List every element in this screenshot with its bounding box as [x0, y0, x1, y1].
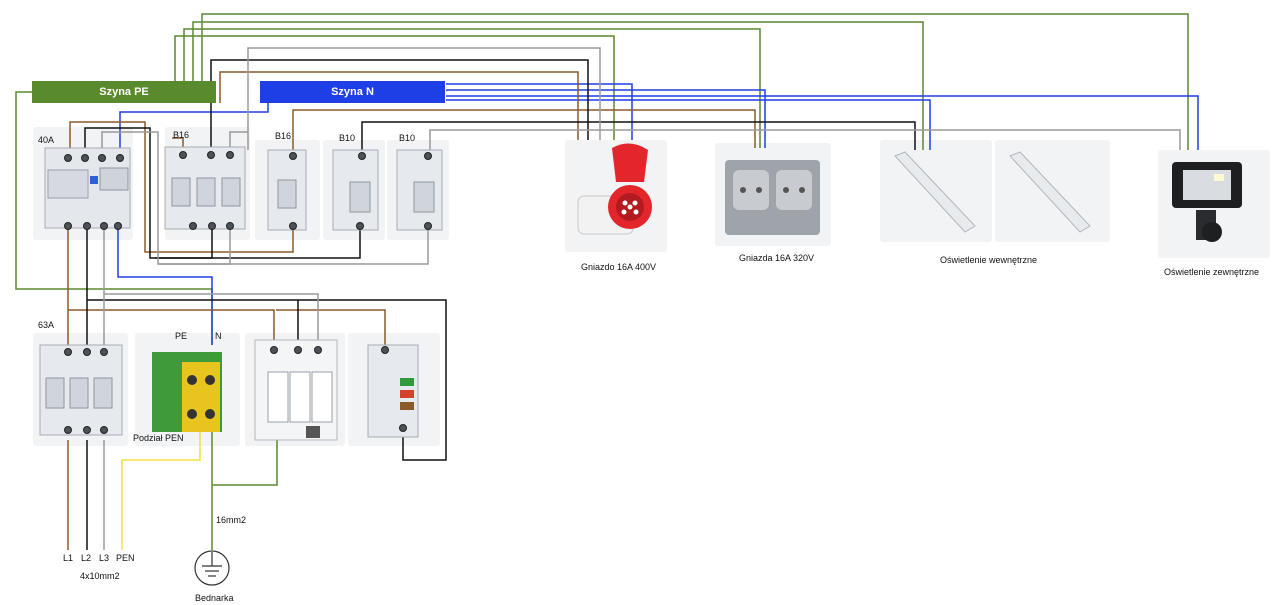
label-l2: L2 — [81, 553, 92, 563]
pe-wire-socket230 — [183, 28, 761, 148]
l2-wire-loop — [298, 299, 447, 461]
mcb-b10-b — [396, 149, 443, 231]
l1-wire-socket230 — [292, 109, 756, 150]
main-switch-63a — [39, 344, 123, 436]
l2-wire-socket400 — [210, 59, 589, 150]
n-wire-indoor — [446, 99, 931, 150]
n-wire-rcd-out — [117, 226, 213, 345]
label-ground-cable: 16mm2 — [216, 515, 247, 525]
pen-wire — [121, 420, 201, 550]
n-busbar: Szyna N — [260, 81, 445, 103]
socket-230v — [725, 160, 820, 235]
n-wire-socket400 — [446, 83, 633, 140]
label-ground: Bednarka — [195, 593, 234, 603]
pe-wire-indoor — [192, 21, 924, 150]
n-wire-outdoor — [446, 95, 1199, 150]
outdoor-floodlight — [1172, 162, 1242, 242]
l3-wire-b16-feed — [229, 131, 248, 150]
label-l3: L3 — [99, 553, 110, 563]
terminals — [64, 151, 432, 434]
label-pen: PEN — [116, 553, 135, 563]
indoor-light-1 — [894, 151, 976, 233]
l2-wire-rcd-bridge — [84, 127, 213, 259]
n-wire-rcd-in — [119, 103, 269, 155]
surge-protector — [254, 339, 338, 441]
phase-indicator — [367, 344, 419, 438]
pe-wire-outdoor — [201, 13, 1189, 150]
mcb-b16-3p — [164, 146, 246, 230]
label-pe-terminal: PE — [175, 331, 188, 341]
l1-wire-rcd-bridge — [69, 121, 294, 253]
l3-wire-rcd-bridge — [101, 131, 429, 265]
n-wires — [117, 83, 1199, 345]
mcb-b10-a — [332, 149, 379, 231]
l1-wire-spd — [68, 309, 275, 345]
label-outdoor-light: Oświetlenie zewnętrzne — [1164, 267, 1260, 277]
label-pen-split: Podział PEN — [133, 433, 184, 443]
label-supply-cable: 4x10mm2 — [80, 571, 120, 581]
pe-busbar-label: Szyna PE — [99, 86, 149, 98]
l3-wire-b16 — [158, 228, 231, 265]
label-b16-3p: B16 — [173, 130, 190, 140]
indoor-light-2 — [1009, 151, 1091, 233]
n-wire-socket230 — [446, 89, 766, 148]
rcd-40a — [44, 147, 131, 229]
label-socket-400v: Gniazdo 16A 400V — [581, 262, 657, 272]
n-busbar-label: Szyna N — [331, 86, 374, 98]
l3-wire-outdoor — [429, 129, 1181, 150]
l1-wires — [67, 71, 756, 550]
pen-split-block — [152, 352, 222, 432]
label-b10-b: B10 — [399, 133, 416, 143]
mcb-b16-1p — [267, 149, 307, 231]
socket-400v — [577, 143, 652, 235]
l1-wire-indicator — [276, 309, 386, 345]
label-b10-a: B10 — [339, 133, 356, 143]
pe-wires — [15, 13, 1189, 550]
label-socket-230v: Gniazda 16A 320V — [739, 253, 815, 263]
ground-symbol — [194, 550, 230, 586]
l3-wire-socket400 — [247, 47, 601, 150]
label-l1: L1 — [63, 553, 74, 563]
pe-busbar: Szyna PE — [32, 81, 216, 103]
label-main-63a: 63A — [38, 320, 55, 330]
pe-wire-socket400 — [174, 35, 615, 140]
label-n-terminal: N — [215, 331, 222, 341]
l1-wire-b16-in — [172, 137, 184, 150]
l2-wires — [84, 59, 916, 550]
l1-wire-socket400 — [219, 71, 579, 140]
label-b16-1p: B16 — [275, 131, 292, 141]
label-rcd-40a: 40A — [38, 135, 55, 145]
l3-wires — [101, 47, 1181, 550]
label-indoor-light: Oświetlenie wewnętrzne — [940, 255, 1038, 265]
l2-wire-b10b — [155, 228, 361, 259]
l2-wire-indoor — [361, 121, 916, 150]
l3-wire-spd — [104, 293, 319, 345]
pe-wire-spd — [212, 440, 278, 486]
